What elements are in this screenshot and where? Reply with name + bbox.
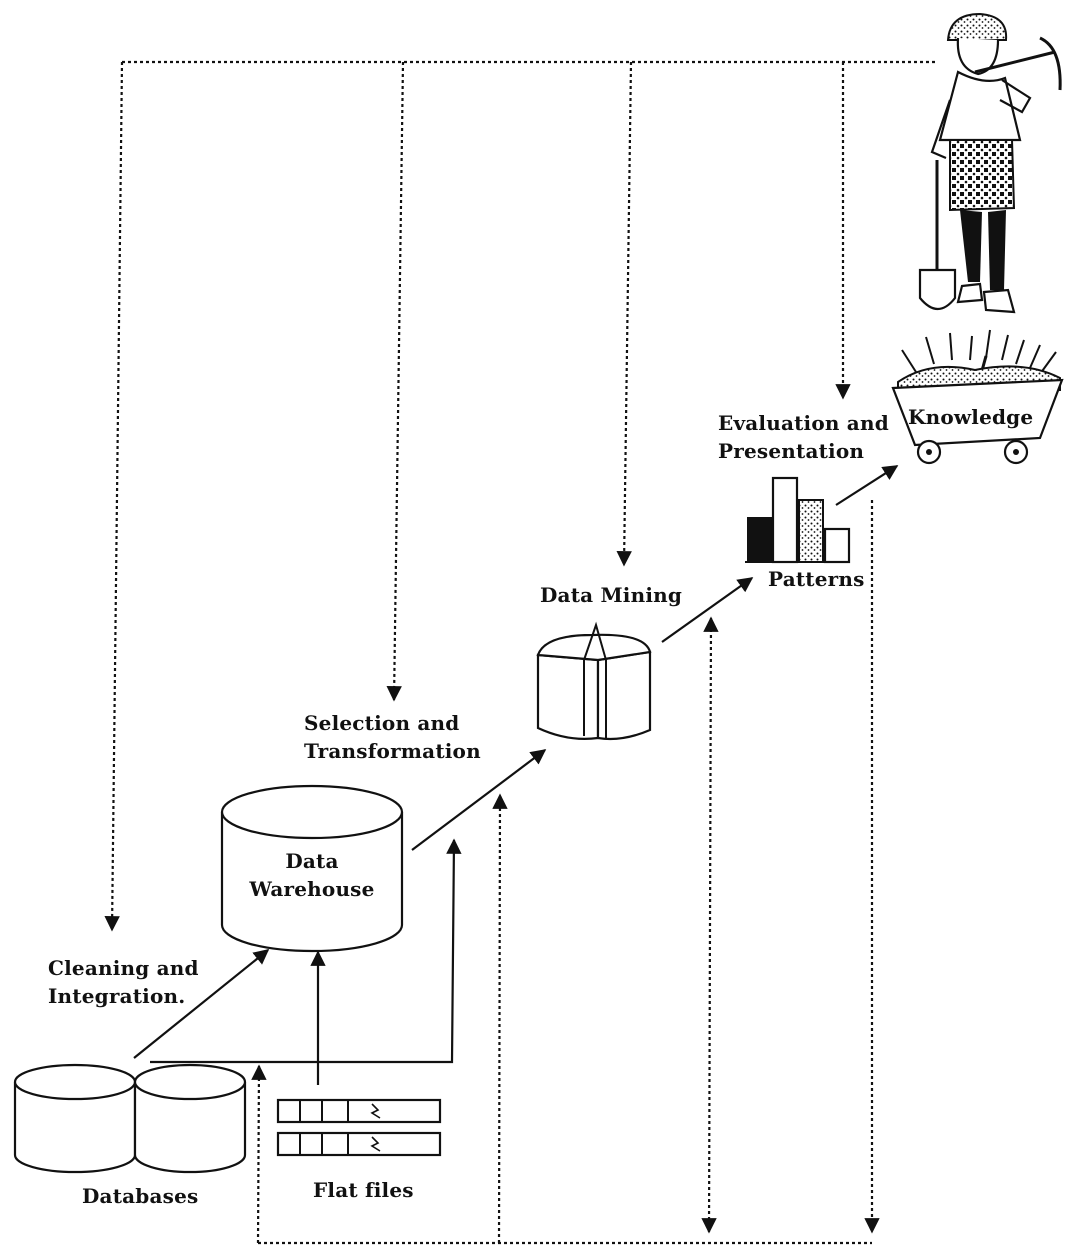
step-labels: Cleaning and Integration. Selection and … [48, 405, 1033, 1208]
feedback-lines-bottom [251, 500, 880, 1245]
cleaning-label-line2: Integration. [48, 984, 185, 1008]
flat-files-icon [276, 1098, 442, 1157]
process-arrows [133, 465, 899, 1085]
warehouse-label-line2: Warehouse [248, 877, 374, 901]
patterns-bar-icon [745, 476, 851, 564]
evaluation-label-line1: Evaluation and [718, 411, 889, 435]
selection-label-line2: Transformation [304, 739, 481, 763]
cleaning-label-line1: Cleaning and [48, 956, 199, 980]
patterns-label: Patterns [768, 567, 865, 591]
data-warehouse-icon [220, 784, 404, 953]
data-mining-label: Data Mining [540, 583, 682, 607]
knowledge-label: Knowledge [908, 405, 1033, 429]
evaluation-label-line2: Presentation [718, 439, 864, 463]
data-mining-icon [536, 621, 652, 741]
databases-icon [13, 1063, 247, 1174]
selection-label-line1: Selection and [304, 711, 459, 735]
knowledge-cart-icon [891, 329, 1064, 465]
warehouse-label-line1: Data [285, 849, 338, 873]
feedback-lines-top [104, 60, 935, 932]
databases-label: Databases [82, 1184, 199, 1208]
miner-figure-icon [918, 12, 1062, 314]
flat-files-label: Flat files [313, 1178, 414, 1202]
